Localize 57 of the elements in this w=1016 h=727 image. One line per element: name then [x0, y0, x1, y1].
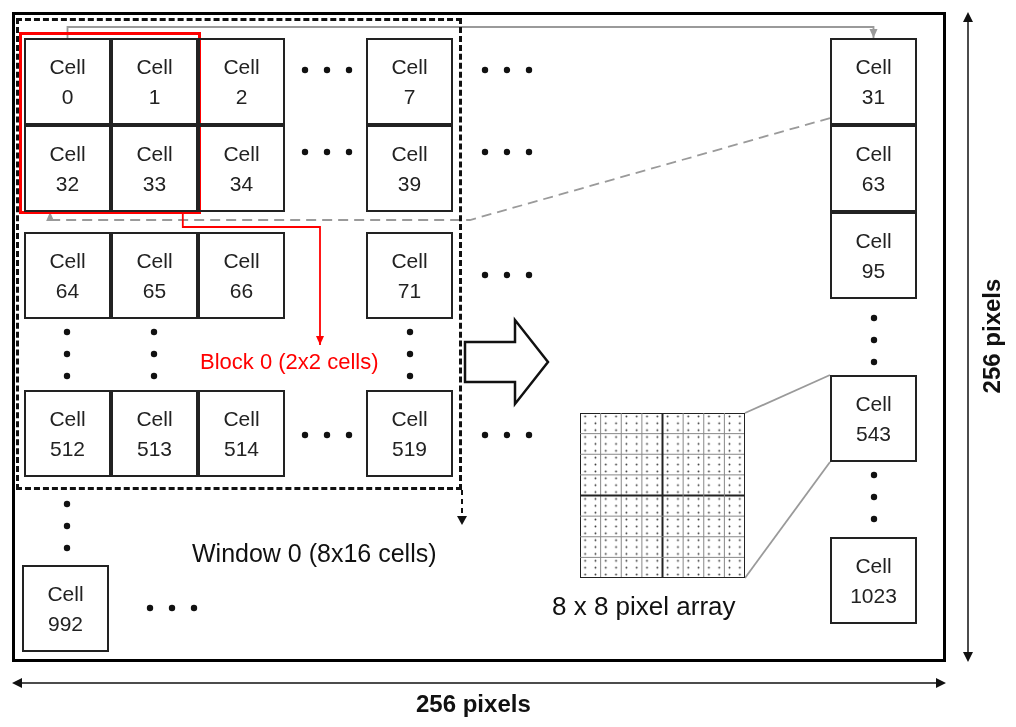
cell-label: Cell 7 — [391, 53, 428, 110]
cell-label: Cell 32 — [49, 140, 86, 197]
arrow — [181, 213, 324, 346]
cell-label: Cell 64 — [49, 247, 86, 304]
cell-label: Cell 513 — [136, 405, 173, 462]
cell-box — [24, 232, 111, 319]
block-outline — [19, 32, 201, 214]
cell-label: Cell 71 — [391, 247, 428, 304]
dimension-label: 256 pixels — [978, 278, 1007, 394]
cell-label: Cell 514 — [223, 405, 260, 462]
cell-box — [111, 390, 198, 477]
dimension-label: 256 pixels — [416, 690, 531, 718]
cell-box — [830, 537, 917, 624]
cell-label: Cell 543 — [855, 390, 892, 447]
grid-caption: 8 x 8 pixel array — [552, 591, 736, 622]
cell-label: Cell 1 — [136, 53, 173, 110]
cell-label: Cell 63 — [855, 140, 892, 197]
cell-box — [366, 38, 453, 125]
cell-box — [198, 232, 285, 319]
cell-label: Cell 95 — [855, 227, 892, 284]
pixel-grid-drawing — [580, 413, 745, 578]
cell-label: Cell 31 — [855, 53, 892, 110]
cell-box — [24, 125, 111, 212]
cell-box — [22, 565, 109, 652]
arrow — [66, 26, 878, 39]
cell-label: Cell 519 — [391, 405, 428, 462]
cell-box — [366, 232, 453, 319]
cell-box — [198, 390, 285, 477]
cell-label: Cell 0 — [49, 53, 86, 110]
image-frame — [12, 12, 946, 662]
cell-box — [111, 232, 198, 319]
cell-label: Cell 33 — [136, 140, 173, 197]
cell-label: Cell 34 — [223, 140, 260, 197]
cell-label: Cell 992 — [47, 580, 84, 637]
cell-label: Cell 1023 — [850, 552, 897, 609]
cell-box — [198, 38, 285, 125]
block-label: Block 0 (2x2 cells) — [200, 345, 379, 379]
cell-box — [830, 375, 917, 462]
window-label: Window 0 (8x16 cells) — [192, 539, 437, 568]
dashed-arrow — [46, 117, 831, 221]
leader-line — [744, 374, 831, 414]
cell-box — [111, 38, 198, 125]
cell-box — [366, 390, 453, 477]
cell-box — [830, 212, 917, 299]
cell-label: Cell 39 — [391, 140, 428, 197]
leader-line — [744, 461, 831, 579]
cell-box — [366, 125, 453, 212]
cell-box — [24, 38, 111, 125]
cell-label: Cell 66 — [223, 247, 260, 304]
cell-box — [111, 125, 198, 212]
cell-label: Cell 65 — [136, 247, 173, 304]
cell-label: Cell 2 — [223, 53, 260, 110]
cell-box — [830, 125, 917, 212]
cell-label: Cell 512 — [49, 405, 86, 462]
cell-box — [24, 390, 111, 477]
cell-box — [830, 38, 917, 125]
cell-box — [198, 125, 285, 212]
